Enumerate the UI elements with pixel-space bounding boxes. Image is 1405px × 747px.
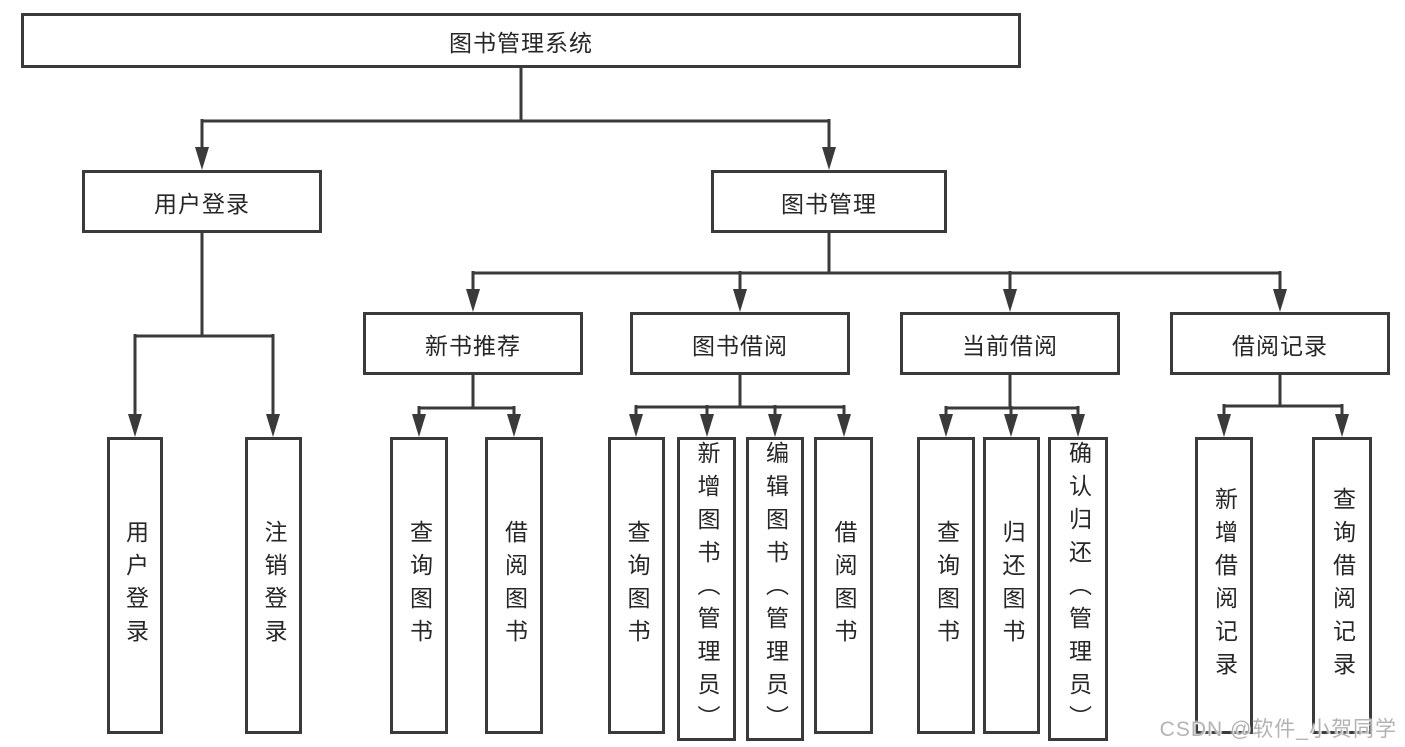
- node-book-management-label: 图书管理: [781, 190, 877, 217]
- node-user-login-label: 用户登录: [154, 190, 250, 217]
- node-new-book-recommend-label: 新书推荐: [425, 332, 521, 359]
- node-login: 用户登录: [107, 437, 163, 734]
- node-borrow-book-recommend: 借阅图书: [485, 437, 543, 734]
- watermark-text: CSDN @软件_小贺同学: [1159, 718, 1397, 741]
- node-edit-book-admin-label: 编辑图书（管理员）: [762, 440, 789, 738]
- node-query-borrow-record: 查询借阅记录: [1312, 437, 1372, 734]
- node-return-book-label: 归还图书: [999, 519, 1025, 652]
- node-query-borrow-record-label: 查询借阅记录: [1329, 486, 1356, 685]
- node-borrowing-records: 借阅记录: [1170, 312, 1390, 375]
- node-confirm-return-admin-label: 确认归还（管理员）: [1065, 440, 1092, 738]
- node-query-book-current: 查询图书: [917, 437, 975, 734]
- node-login-label: 用户登录: [122, 519, 149, 652]
- node-query-book-current-label: 查询图书: [933, 519, 960, 652]
- node-return-book: 归还图书: [983, 437, 1040, 734]
- node-add-borrow-record-label: 新增借阅记录: [1211, 486, 1238, 685]
- node-user-login: 用户登录: [82, 170, 322, 233]
- node-new-book-recommend: 新书推荐: [363, 312, 583, 375]
- node-query-book-recommend: 查询图书: [390, 437, 448, 734]
- node-root-label: 图书管理系统: [449, 29, 593, 56]
- node-borrowing-records-label: 借阅记录: [1232, 332, 1328, 359]
- node-query-book-borrowing-label: 查询图书: [624, 519, 650, 652]
- node-edit-book-admin: 编辑图书（管理员）: [746, 437, 804, 741]
- node-add-borrow-record: 新增借阅记录: [1195, 437, 1253, 734]
- node-logout-label: 注销登录: [261, 519, 287, 652]
- node-borrow-book-label: 借阅图书: [831, 519, 857, 652]
- node-current-borrowing-label: 当前借阅: [962, 332, 1058, 359]
- node-current-borrowing: 当前借阅: [900, 312, 1120, 375]
- node-query-book-recommend-label: 查询图书: [406, 519, 433, 652]
- node-borrow-book-recommend-label: 借阅图书: [501, 519, 528, 652]
- node-root: 图书管理系统: [21, 13, 1021, 68]
- node-query-book-borrowing: 查询图书: [608, 437, 665, 734]
- node-add-book-admin-label: 新增图书（管理员）: [694, 440, 720, 738]
- node-book-borrowing: 图书借阅: [630, 312, 850, 375]
- node-borrow-book: 借阅图书: [814, 437, 873, 734]
- node-logout: 注销登录: [245, 437, 302, 734]
- node-add-book-admin: 新增图书（管理员）: [677, 437, 736, 741]
- node-book-management: 图书管理: [711, 170, 947, 233]
- node-book-borrowing-label: 图书借阅: [692, 332, 788, 359]
- node-confirm-return-admin: 确认归还（管理员）: [1048, 437, 1108, 741]
